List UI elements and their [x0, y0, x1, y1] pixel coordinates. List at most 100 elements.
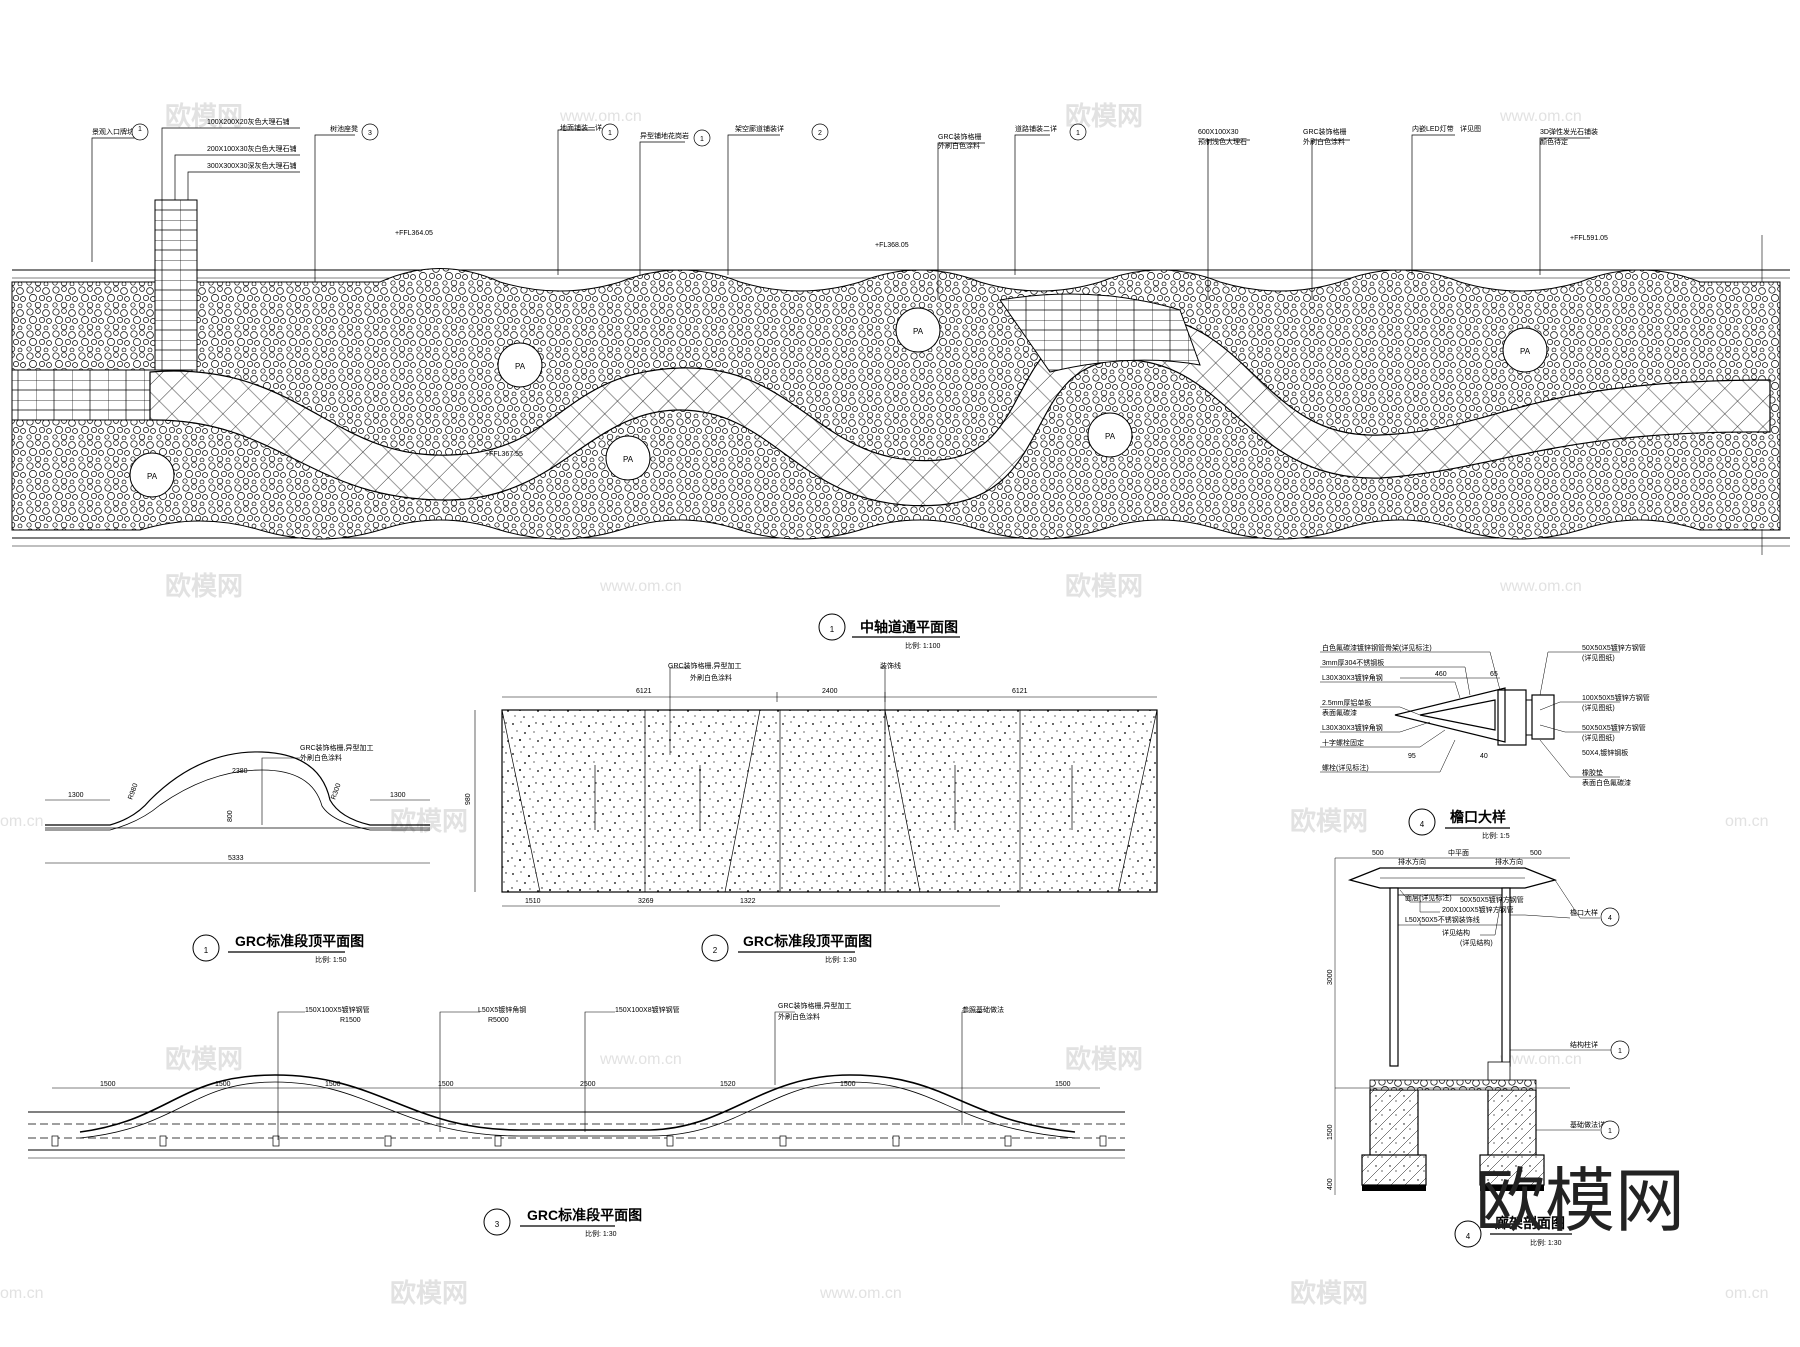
svg-text:1: 1	[204, 946, 209, 955]
svg-text:50X4,镀锌钢板: 50X4,镀锌钢板	[1582, 748, 1628, 757]
svg-text:3: 3	[495, 1220, 500, 1229]
svg-text:PA: PA	[623, 455, 634, 464]
svg-text:1: 1	[1608, 1128, 1612, 1135]
dimension: 1520	[720, 1081, 736, 1088]
plaza-plan: PA PA PA PA PA PA +FFL364.05 +FL368.05 +…	[11, 117, 1790, 650]
svg-text:外刷白色涂料: 外刷白色涂料	[1303, 137, 1345, 146]
svg-text:65: 65	[1490, 671, 1498, 678]
watermark: www.om.cn	[819, 1285, 902, 1302]
svg-text:600X100X30: 600X100X30	[1198, 129, 1239, 136]
svg-text:200X100X30灰白色大理石铺: 200X100X30灰白色大理石铺	[207, 144, 296, 153]
svg-text:R1500: R1500	[340, 1017, 361, 1024]
pa-marker: PA	[605, 435, 651, 481]
svg-text:2: 2	[818, 130, 822, 137]
svg-text:白色氟碳漆镀锌钢管骨架(详见标注): 白色氟碳漆镀锌钢管骨架(详见标注)	[1322, 643, 1432, 652]
dimension: 2380	[232, 768, 248, 775]
watermark: om.cn	[1725, 1285, 1769, 1302]
dimension: R980	[127, 782, 139, 800]
grc-standard-plan: 1500 1500 1500 1500 2500 1520 1500 1500 …	[28, 1001, 1125, 1238]
svg-text:(详见图纸): (详见图纸)	[1582, 703, 1615, 712]
watermark: 欧模网	[390, 806, 468, 836]
dimension: 1500	[325, 1081, 341, 1088]
svg-text:基础做法详: 基础做法详	[1570, 1120, 1605, 1129]
svg-text:95: 95	[1408, 753, 1416, 760]
svg-text:4: 4	[1420, 820, 1425, 829]
watermark: om.cn	[0, 813, 44, 830]
watermark-layer: 欧模网 www.om.cn 欧模网 www.om.cn 欧模网 www.om.c…	[0, 101, 1769, 1308]
dimension: 1500	[100, 1081, 116, 1088]
svg-text:GRC装饰格栅,异型加工: GRC装饰格栅,异型加工	[668, 661, 742, 670]
watermark: 欧模网	[1065, 1044, 1143, 1074]
elevation-mark: +FL368.05	[875, 242, 909, 249]
svg-text:PA: PA	[515, 362, 526, 371]
watermark: www.om.cn	[1499, 578, 1582, 595]
svg-text:50X50X5镀锌方钢管: 50X50X5镀锌方钢管	[1460, 895, 1524, 904]
svg-text:比例: 1:30: 比例: 1:30	[825, 955, 857, 964]
svg-text:架空廊道铺装详: 架空廊道铺装详	[735, 124, 784, 133]
svg-text:GRC装饰格栅,异型加工: GRC装饰格栅,异型加工	[778, 1001, 852, 1010]
svg-text:中平面: 中平面	[1448, 848, 1469, 857]
watermark: om.cn	[1725, 813, 1769, 830]
watermark: www.om.cn	[599, 1051, 682, 1068]
svg-text:颜色待定: 颜色待定	[1540, 137, 1568, 146]
svg-text:GRC装饰格栅,异型加工: GRC装饰格栅,异型加工	[300, 743, 374, 752]
svg-text:详见图: 详见图	[1460, 124, 1481, 133]
dimension: 2400	[822, 688, 838, 695]
svg-text:R5000: R5000	[488, 1017, 509, 1024]
svg-text:GRC标准段平面图: GRC标准段平面图	[527, 1207, 642, 1223]
svg-text:L50X5镀锌角钢: L50X5镀锌角钢	[478, 1005, 526, 1014]
svg-text:2: 2	[713, 946, 718, 955]
elevation-mark: +FFL364.05	[395, 230, 433, 237]
svg-text:3000: 3000	[1327, 969, 1334, 985]
svg-text:1500: 1500	[1327, 1124, 1334, 1140]
svg-text:外刷白色涂料: 外刷白色涂料	[778, 1012, 820, 1021]
dimension: 1300	[68, 792, 84, 799]
watermark: 欧模网	[390, 1278, 468, 1308]
dimension: 1500	[438, 1081, 454, 1088]
dimension: 2500	[580, 1081, 596, 1088]
svg-text:外刷白色涂料: 外刷白色涂料	[300, 753, 342, 762]
svg-text:檐口大样: 檐口大样	[1570, 908, 1598, 917]
svg-text:1: 1	[1076, 130, 1080, 137]
svg-text:L30X30X3镀锌角钢: L30X30X3镀锌角钢	[1322, 723, 1383, 732]
svg-text:500: 500	[1530, 850, 1542, 857]
svg-text:L30X30X3镀锌角钢: L30X30X3镀锌角钢	[1322, 673, 1383, 682]
elevation-mark: +FFL367.55	[485, 451, 523, 458]
svg-text:4: 4	[1608, 915, 1612, 922]
svg-text:PA: PA	[1105, 432, 1116, 441]
elevation-mark: +FFL591.05	[1570, 235, 1608, 242]
svg-text:PA: PA	[147, 472, 158, 481]
watermark: www.om.cn	[1499, 108, 1582, 125]
dimension: 6121	[1012, 688, 1028, 695]
svg-text:表面氟碳漆: 表面氟碳漆	[1322, 708, 1357, 717]
svg-text:1: 1	[830, 625, 835, 634]
dimension: 800	[227, 810, 234, 822]
svg-text:(详见结构): (详见结构)	[1460, 938, 1493, 947]
svg-text:外刷白色涂料: 外刷白色涂料	[690, 673, 732, 682]
watermark: www.om.cn	[1499, 1051, 1582, 1068]
svg-text:预制浅色大理石: 预制浅色大理石	[1198, 137, 1247, 146]
svg-text:100X50X5镀锌方钢管: 100X50X5镀锌方钢管	[1582, 693, 1650, 702]
svg-text:500: 500	[1372, 850, 1384, 857]
svg-text:参照基础做法: 参照基础做法	[962, 1005, 1004, 1014]
watermark: 欧模网	[1065, 571, 1143, 601]
svg-text:螺栓(详见标注): 螺栓(详见标注)	[1322, 763, 1369, 772]
svg-text:1: 1	[138, 126, 142, 133]
dimension: 1510	[525, 898, 541, 905]
svg-text:内嵌LED灯带: 内嵌LED灯带	[1412, 124, 1454, 133]
svg-text:装饰线: 装饰线	[880, 661, 901, 670]
svg-text:40: 40	[1480, 753, 1488, 760]
watermark: om.cn	[0, 1285, 44, 1302]
svg-text:3D弹性发光石铺装: 3D弹性发光石铺装	[1540, 127, 1598, 136]
watermark: 欧模网	[165, 571, 243, 601]
svg-text:460: 460	[1435, 671, 1447, 678]
dimension: 1322	[740, 898, 756, 905]
watermark: www.om.cn	[599, 578, 682, 595]
dimension: 1500	[215, 1081, 231, 1088]
dimension: 6121	[636, 688, 652, 695]
svg-text:景观入口牌坊: 景观入口牌坊	[92, 127, 134, 136]
svg-text:1: 1	[608, 130, 612, 137]
svg-text:400: 400	[1327, 1178, 1334, 1190]
svg-text:PA: PA	[913, 327, 924, 336]
